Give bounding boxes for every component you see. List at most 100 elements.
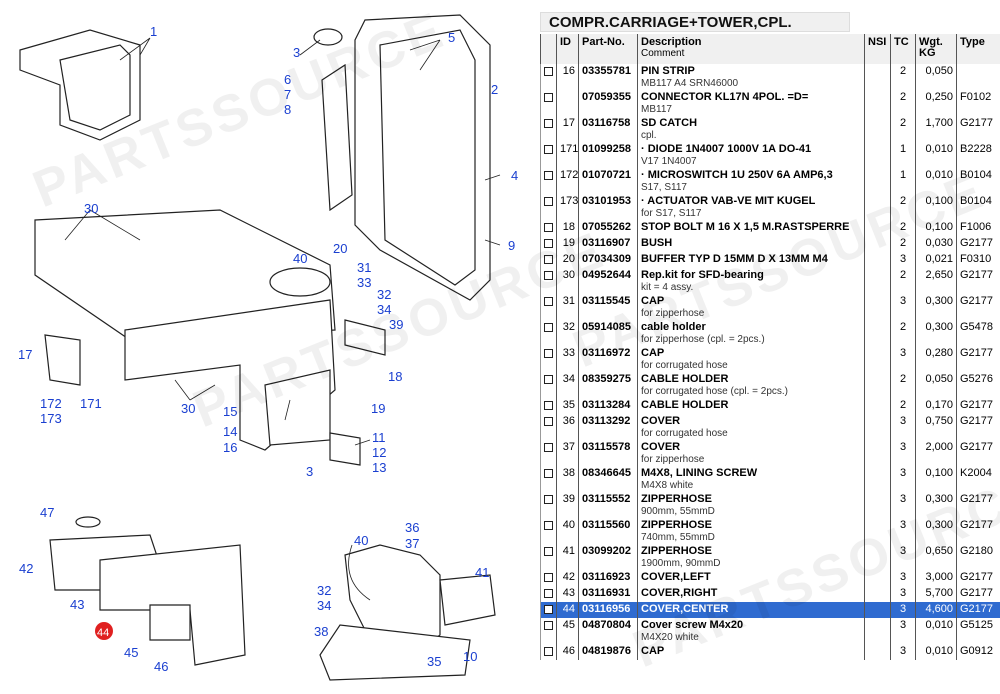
callout-39[interactable]: 39 — [389, 317, 403, 332]
callout-19[interactable]: 19 — [371, 401, 385, 416]
row-checkbox[interactable] — [544, 171, 553, 180]
callout-41[interactable]: 41 — [475, 565, 489, 580]
callout-173[interactable]: 173 — [40, 411, 62, 426]
callout-17[interactable]: 17 — [18, 347, 32, 362]
row-checkbox[interactable] — [544, 145, 553, 154]
callout-8[interactable]: 8 — [284, 102, 291, 117]
callout-15[interactable]: 15 — [223, 404, 237, 419]
callout-10[interactable]: 10 — [463, 649, 477, 664]
row-checkbox[interactable] — [544, 375, 553, 384]
row-checkbox[interactable] — [544, 239, 553, 248]
callout-171[interactable]: 171 — [80, 396, 102, 411]
callout-12[interactable]: 12 — [372, 445, 386, 460]
row-checkbox[interactable] — [544, 197, 553, 206]
callout-11[interactable]: 11 — [372, 430, 386, 445]
callout-34[interactable]: 34 — [377, 302, 391, 317]
callout-38[interactable]: 38 — [314, 624, 328, 639]
callout-16[interactable]: 16 — [223, 440, 237, 455]
callout-46[interactable]: 46 — [154, 659, 168, 674]
callout-32[interactable]: 32 — [317, 583, 331, 598]
row-checkbox[interactable] — [544, 647, 553, 656]
callout-5[interactable]: 5 — [448, 30, 455, 45]
callout-172[interactable]: 172 — [40, 396, 62, 411]
row-checkbox[interactable] — [544, 323, 553, 332]
callout-30[interactable]: 30 — [181, 401, 195, 416]
callout-40[interactable]: 40 — [293, 251, 307, 266]
row-checkbox[interactable] — [544, 223, 553, 232]
callout-3[interactable]: 3 — [306, 464, 313, 479]
row-checkbox[interactable] — [544, 495, 553, 504]
highlight-44-marker[interactable] — [95, 622, 113, 640]
row-checkbox[interactable] — [544, 621, 553, 630]
row-checkbox[interactable] — [544, 417, 553, 426]
row-checkbox[interactable] — [544, 605, 553, 614]
callout-42[interactable]: 42 — [19, 561, 33, 576]
callout-35[interactable]: 35 — [427, 654, 441, 669]
row-checkbox[interactable] — [544, 401, 553, 410]
row-checkbox[interactable] — [544, 271, 553, 280]
callout-3[interactable]: 3 — [293, 45, 300, 60]
column-nsi[interactable]: NSI — [864, 34, 891, 64]
row-checkbox[interactable] — [544, 443, 553, 452]
column-part-no[interactable]: Part-No. — [578, 34, 638, 64]
column-weight[interactable]: Wgt.KG — [915, 34, 957, 64]
callout-33[interactable]: 33 — [357, 275, 371, 290]
callout-31[interactable]: 31 — [357, 260, 371, 275]
column-id[interactable]: ID — [556, 34, 579, 64]
row-checkbox[interactable] — [544, 255, 553, 264]
callout-1[interactable]: 1 — [150, 24, 157, 39]
callout-37[interactable]: 37 — [405, 536, 419, 551]
callout-4[interactable]: 4 — [511, 168, 518, 183]
callout-20[interactable]: 20 — [333, 241, 347, 256]
row-checkbox[interactable] — [544, 521, 553, 530]
callout-45[interactable]: 45 — [124, 645, 138, 660]
callout-13[interactable]: 13 — [372, 460, 386, 475]
row-checkbox[interactable] — [544, 297, 553, 306]
row-checkbox[interactable] — [544, 547, 553, 556]
callout-2[interactable]: 2 — [491, 82, 498, 97]
callout-14[interactable]: 14 — [223, 424, 237, 439]
column-tc[interactable]: TC — [890, 34, 916, 64]
callout-43[interactable]: 43 — [70, 597, 84, 612]
callout-7[interactable]: 7 — [284, 87, 291, 102]
callout-47[interactable]: 47 — [40, 505, 54, 520]
row-checkbox[interactable] — [544, 93, 553, 102]
callout-40[interactable]: 40 — [354, 533, 368, 548]
callout-9[interactable]: 9 — [508, 238, 515, 253]
callout-6[interactable]: 6 — [284, 72, 291, 87]
callout-44[interactable]: 44 — [97, 627, 109, 639]
row-checkbox[interactable] — [544, 469, 553, 478]
callout-34[interactable]: 34 — [317, 598, 331, 613]
row-checkbox[interactable] — [544, 119, 553, 128]
callout-18[interactable]: 18 — [388, 369, 402, 384]
column-type[interactable]: Type — [956, 34, 1000, 64]
callout-30[interactable]: 30 — [84, 201, 98, 216]
row-checkbox[interactable] — [544, 573, 553, 582]
